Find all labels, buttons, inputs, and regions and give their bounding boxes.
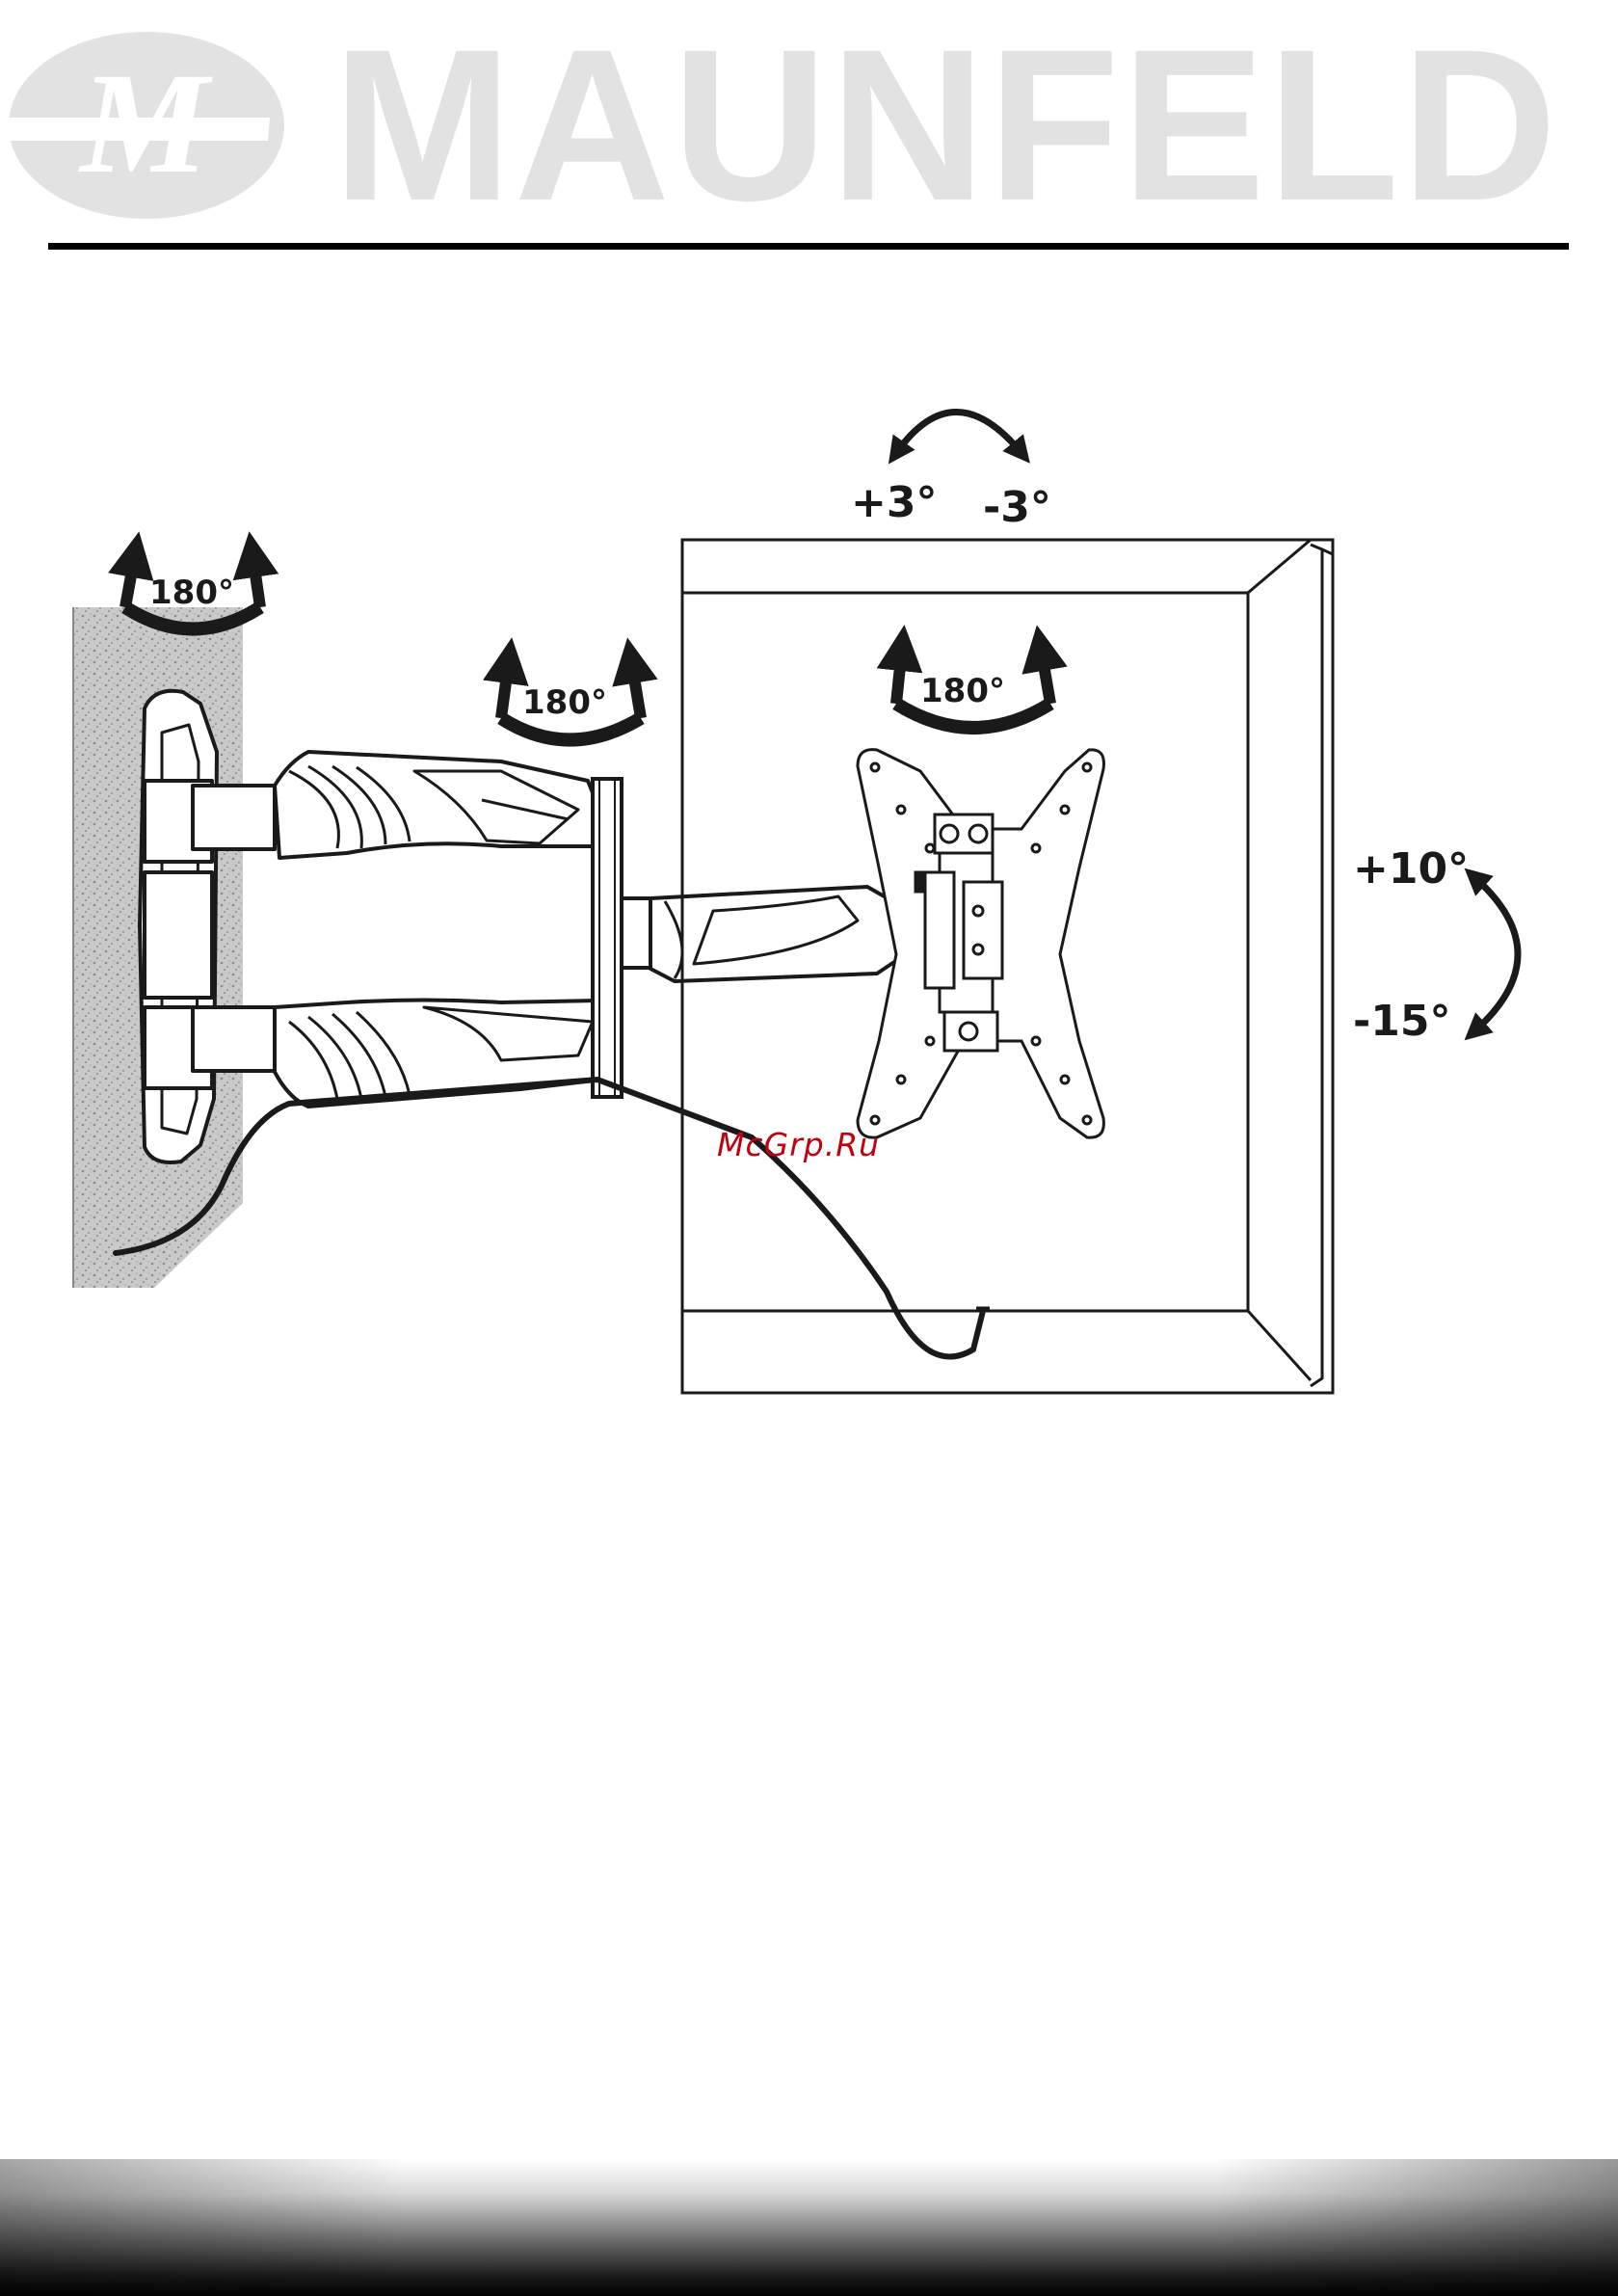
wall-plate [140, 691, 217, 1162]
first-arm-upper [193, 752, 607, 858]
tilt-down-label: -15° [1353, 1001, 1451, 1043]
watermark: McGrp.Ru [717, 1126, 880, 1163]
vesa-plate [858, 750, 1103, 1138]
tilt-up-label: +10° [1353, 848, 1469, 891]
level-arrow-icon [896, 413, 1021, 454]
wall-swivel-label: 180° [149, 576, 234, 609]
arm-pivot-column [593, 779, 622, 1097]
cable [116, 1080, 983, 1357]
level-minus-label: -3° [983, 487, 1051, 529]
level-plus-label: +3° [851, 482, 937, 524]
first-arm-lower [193, 1001, 617, 1108]
footer-shade [0, 2159, 1618, 2296]
arm-swivel-label: 180° [522, 686, 607, 719]
second-arm [622, 887, 906, 981]
plate-rotation-label: 180° [920, 675, 1005, 707]
tilt-arrow-icon [1474, 877, 1518, 1031]
